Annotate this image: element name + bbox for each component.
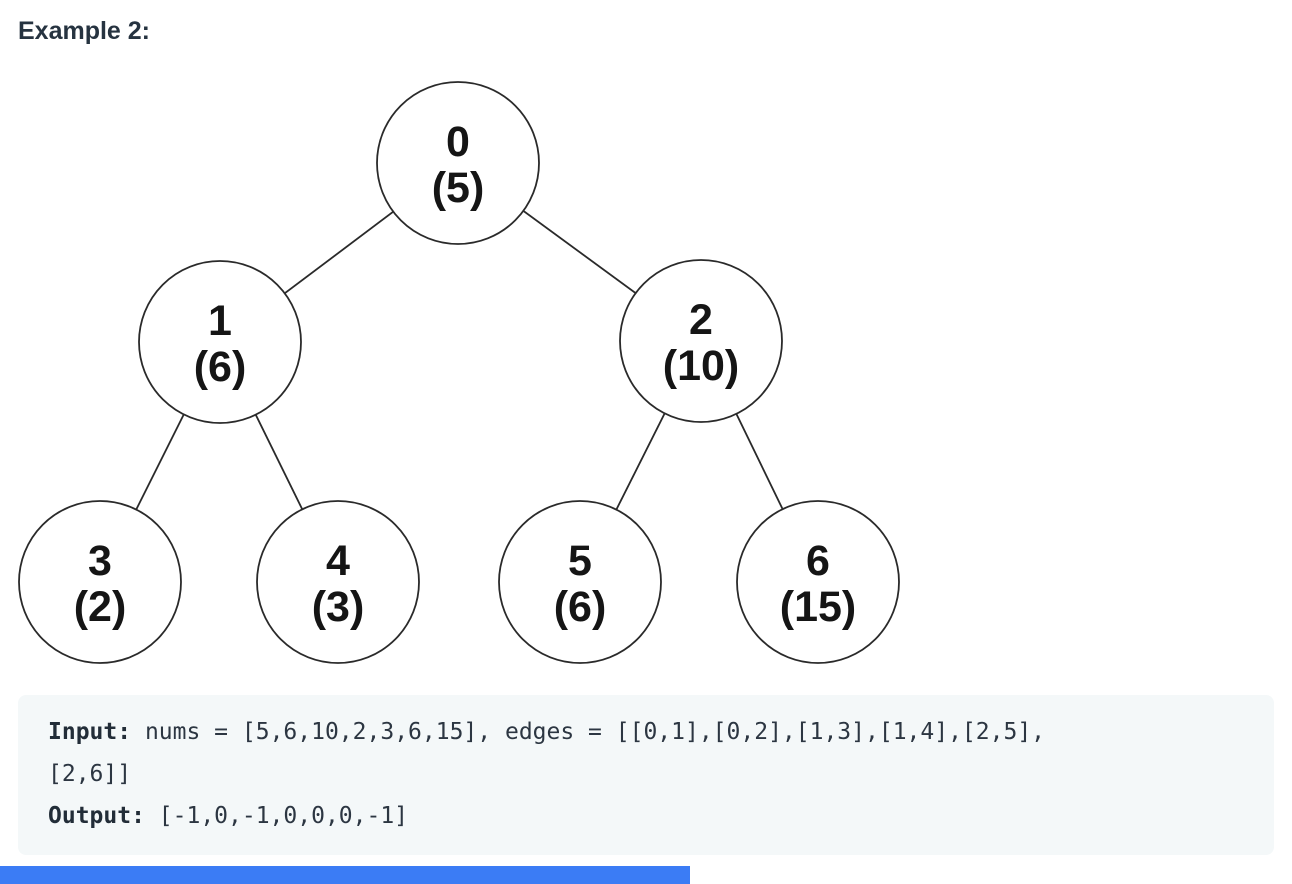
node-value-text-6: (15) [780,583,856,631]
input-line-1: Input: nums = [5,6,10,2,3,6,15], edges =… [48,711,1244,753]
tree-diagram: 0(5)1(6)2(10)3(2)4(3)5(6)6(15) [18,81,900,664]
node-value-text-2: (10) [663,342,739,390]
node-value-text-1: (6) [194,343,247,391]
node-id-text-2: 2 [689,296,713,344]
node-id-text-4: 4 [326,537,350,585]
tree-node-1: 1(6) [138,260,302,424]
tree-node-circle-0 [376,81,540,245]
input-value-part2: [2,6]] [48,761,132,787]
tree-node-circle-3 [18,500,182,664]
input-label: Input: [48,719,132,745]
tree-node-4: 4(3) [256,500,420,664]
tree-diagram-svg: 0(5)1(6)2(10)3(2)4(3)5(6)6(15) [18,81,900,664]
bottom-blue-bar [0,866,690,884]
node-value-text-4: (3) [312,583,365,631]
output-line: Output: [-1,0,-1,0,0,0,-1] [48,795,1244,837]
node-value-text-5: (6) [554,583,607,631]
node-id-text-5: 5 [568,537,592,585]
tree-node-6: 6(15) [736,500,900,664]
input-value-part1: nums = [5,6,10,2,3,6,15], edges = [[0,1]… [131,719,1046,745]
node-id-text-0: 0 [446,118,470,166]
node-id-text-6: 6 [806,537,830,585]
tree-node-circle-2 [619,259,783,423]
tree-node-0: 0(5) [376,81,540,245]
example-io-block: Input: nums = [5,6,10,2,3,6,15], edges =… [18,695,1274,855]
output-value: [-1,0,-1,0,0,0,-1] [144,803,409,829]
tree-node-2: 2(10) [619,259,783,423]
example-heading: Example 2: [18,17,151,45]
tree-node-3: 3(2) [18,500,182,664]
tree-node-circle-1 [138,260,302,424]
tree-node-5: 5(6) [498,500,662,664]
node-id-text-3: 3 [88,537,112,585]
input-line-2: [2,6]] [48,753,1244,795]
tree-node-circle-6 [736,500,900,664]
node-id-text-1: 1 [208,297,232,345]
node-value-text-3: (2) [74,583,127,631]
output-label: Output: [48,803,145,829]
node-value-text-0: (5) [432,164,485,212]
tree-node-circle-4 [256,500,420,664]
tree-node-circle-5 [498,500,662,664]
